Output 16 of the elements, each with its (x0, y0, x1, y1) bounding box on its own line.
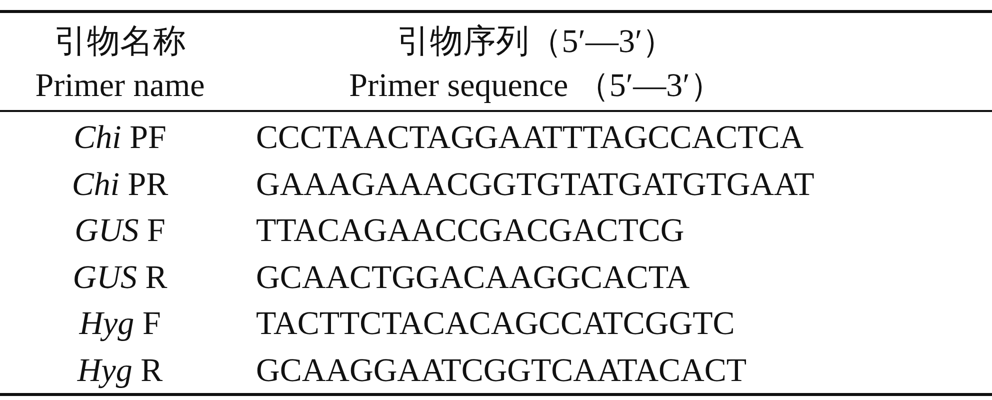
primer-name: Hyg R (77, 352, 163, 390)
primer-sequence: GCAAGGAATCGGTCAATACACT (256, 352, 747, 390)
primer-name: Chi PR (72, 166, 168, 204)
primer-sequence: TTACAGAACCGACGACTCG (256, 212, 684, 251)
column-header: Primer sequence （5′—3′） (349, 67, 723, 106)
primer-name: Hyg F (79, 305, 161, 344)
primer-sequence: TACTTCTACACAGCCATCGGTC (256, 305, 735, 344)
column-header: 引物名称 (54, 23, 186, 62)
primer-name: GUS F (74, 212, 166, 251)
primer-name: GUS R (72, 258, 168, 298)
column-header: 引物序列（5′—3′） (396, 23, 676, 62)
primer-name: Chi PF (74, 119, 166, 158)
primer-sequence: GCAACTGGACAAGGCACTA (256, 258, 690, 298)
column-header: Primer name (35, 67, 205, 106)
primer-sequence: GAAAGAAACGGTGTATGATGTGAAT (256, 166, 814, 204)
primer-sequence: CCCTAACTAGGAATTTAGCCACTCA (256, 119, 804, 158)
